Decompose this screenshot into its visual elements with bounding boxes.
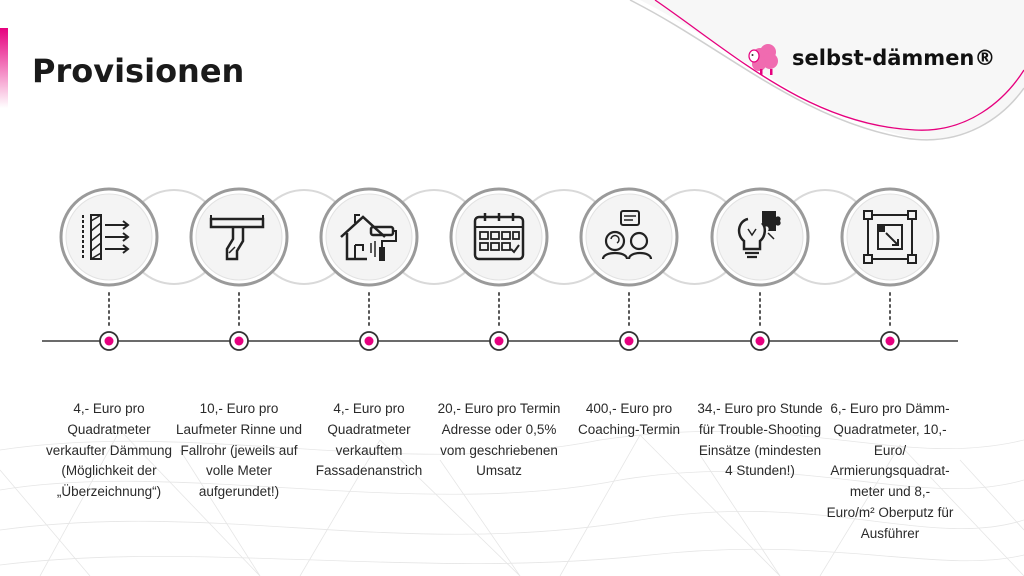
- commission-text: 4,- Euro pro Quadratmeter verkauftem Fas…: [315, 401, 423, 479]
- timeline-node-dot: [885, 336, 895, 346]
- timeline-node-dot: [755, 336, 765, 346]
- gutter-downpipe-icon: [203, 201, 275, 273]
- house-paint-roller-icon: [333, 201, 405, 273]
- timeline-graphic: [42, 187, 958, 351]
- lightbulb-puzzle-icon: [724, 201, 796, 273]
- commission-text: 34,- Euro pro Stunde für Trouble-Shootin…: [697, 401, 823, 479]
- page-title: Provisionen: [32, 52, 245, 90]
- timeline-node-dot: [234, 336, 244, 346]
- brand-name: selbst-dämmen®: [792, 46, 996, 70]
- commission-text: 6,- Euro pro Dämm-Quadratmeter, 10,- Eur…: [826, 401, 954, 541]
- calendar-icon: [463, 201, 535, 273]
- icon-circle-inner: [195, 193, 283, 281]
- timeline-node-dot: [364, 336, 374, 346]
- area-measure-icon: [854, 201, 926, 273]
- background-mesh: [0, 429, 1024, 576]
- icon-circle-inner: [716, 193, 804, 281]
- commission-text: 400,- Euro pro Coaching-Termin: [577, 401, 681, 437]
- commission-text: 4,- Euro pro Quadratmeter verkaufter Däm…: [45, 401, 173, 500]
- brand-logo: selbst-dämmen®: [746, 38, 995, 78]
- wall-insulation-icon: [73, 201, 145, 273]
- timeline-item-6: [710, 187, 810, 351]
- corner-swoosh: [629, 0, 1024, 141]
- timeline-item-2: [189, 187, 289, 351]
- timeline-node-dot: [624, 336, 634, 346]
- commission-text: 10,- Euro pro Laufmeter Rinne und Fallro…: [175, 401, 303, 500]
- coaching-conversation-icon: [593, 201, 665, 273]
- timeline-node-dot: [104, 336, 114, 346]
- accent-bar: [0, 28, 8, 108]
- commission-text: 20,- Euro pro Termin Adresse oder 0,5% v…: [437, 401, 561, 479]
- timeline-node-dot: [494, 336, 504, 346]
- sheep-icon: [748, 44, 778, 75]
